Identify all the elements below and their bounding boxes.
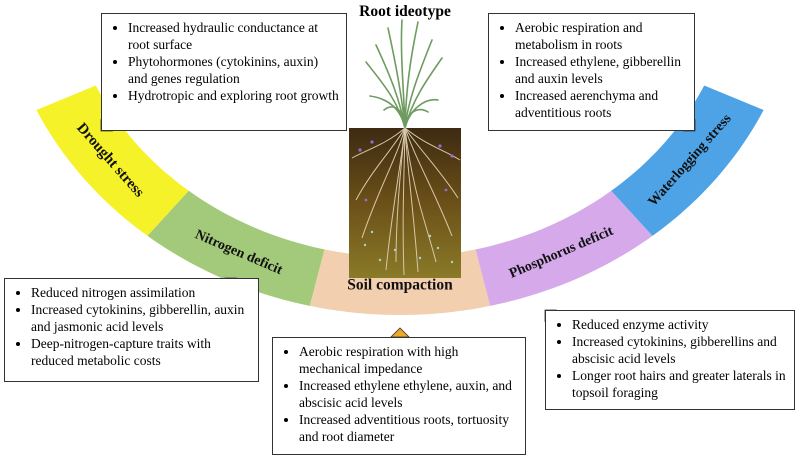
marker-compaction	[390, 327, 410, 338]
waterlogging-effect-item: Increased aerenchyma and adventitious ro…	[515, 87, 688, 121]
root-system	[351, 127, 461, 276]
drought-effect-item: Hydrotropic and exploring root growth	[128, 87, 340, 104]
compaction-effect-item: Increased adventitious roots, tortuosity…	[299, 411, 519, 445]
compaction-effects-box: Aerobic respiration with high mechanical…	[272, 337, 526, 455]
arc-segment	[147, 190, 325, 306]
arc-segment	[475, 190, 653, 306]
drought-effects-list: Increased hydraulic conductance at root …	[110, 19, 340, 104]
phosphorus-effect-item: Reduced enzyme activity	[572, 316, 788, 333]
compaction-effect-item: Aerobic respiration with high mechanical…	[299, 343, 519, 377]
nitrogen-effect-item: Deep-nitrogen-capture traits with reduce…	[31, 335, 252, 369]
phosphorus-effect-item: Increased cytokinins, gibberellins and a…	[572, 333, 788, 367]
waterlogging-effect-item: Increased ethylene, gibberellin and auxi…	[515, 53, 688, 87]
phosphorus-effects-list: Reduced enzyme activityIncreased cytokin…	[554, 316, 788, 401]
shoot-leaves	[365, 19, 443, 129]
nitrogen-effects-list: Reduced nitrogen assimilationIncreased c…	[13, 284, 252, 369]
waterlogging-effects-box: Aerobic respiration and metabolism in ro…	[488, 13, 695, 131]
drought-effect-item: Increased hydraulic conductance at root …	[128, 19, 340, 53]
drought-effects-box: Increased hydraulic conductance at root …	[101, 13, 347, 131]
root-nodules	[358, 140, 454, 202]
nitrogen-effect-item: Reduced nitrogen assimilation	[31, 284, 252, 301]
arc-segment	[611, 85, 764, 236]
phosphorus-effects-box: Reduced enzyme activityIncreased cytokin…	[545, 310, 795, 410]
drought-effect-item: Phytohormones (cytokinins, auxin) and ge…	[128, 53, 340, 87]
soil-particles	[363, 230, 454, 264]
compaction-effects-list: Aerobic respiration with high mechanical…	[281, 343, 519, 445]
phosphorus-effect-item: Longer root hairs and greater laterals i…	[572, 367, 788, 401]
waterlogging-effect-item: Aerobic respiration and metabolism in ro…	[515, 19, 688, 53]
arc-segment	[36, 85, 189, 236]
nitrogen-effect-item: Increased cytokinins, gibberellin, auxin…	[31, 301, 252, 335]
nitrogen-effects-box: Reduced nitrogen assimilationIncreased c…	[4, 278, 259, 382]
compaction-effect-item: Increased ethylene ethylene, auxin, and …	[299, 377, 519, 411]
plant-illustration	[349, 19, 461, 278]
arc-label: Soil compaction	[347, 277, 453, 294]
diagram-title: Root ideotype	[359, 3, 451, 20]
soil-block	[349, 128, 461, 278]
waterlogging-effects-list: Aerobic respiration and metabolism in ro…	[497, 19, 688, 121]
